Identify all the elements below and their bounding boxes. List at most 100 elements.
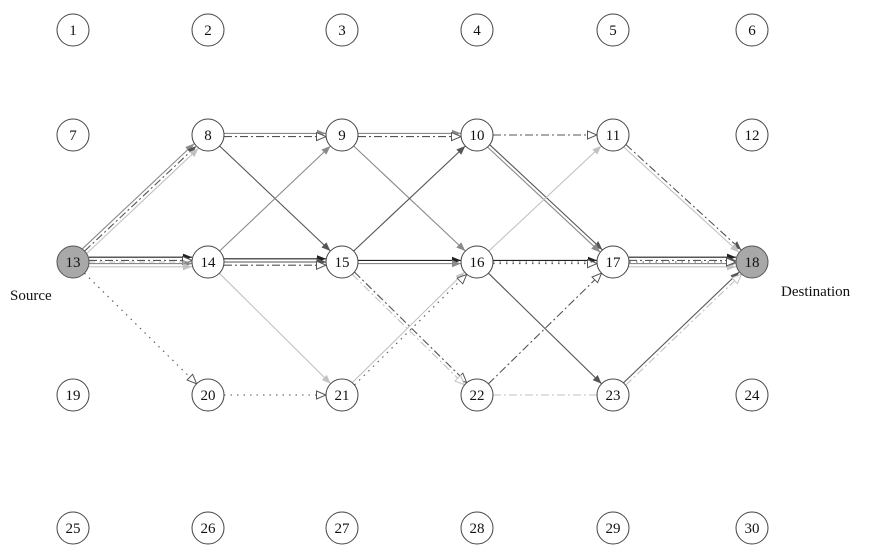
node-circle [460,13,494,47]
node-8: 8 [191,118,225,152]
edge-13-to-8 [84,145,197,252]
node-label: 26 [201,521,217,537]
node-16: 16 [460,245,494,279]
node-label: 5 [609,23,617,39]
node-circle [191,118,225,152]
node-circle [735,511,769,545]
edge-13-to-8 [82,143,195,250]
node-label: 1 [69,23,77,39]
edge-23-to-18 [623,271,740,384]
node-label: 24 [745,388,761,404]
node-label: 2 [204,23,212,39]
node-label: 28 [470,521,485,537]
node-15: 15 [325,245,359,279]
edge-22-to-17 [488,273,601,385]
node-label: 27 [335,521,351,537]
node-circle [460,245,494,279]
node-circle [735,245,769,279]
node-label: 10 [470,128,485,144]
node-30: 30 [735,511,769,545]
node-circle [325,245,359,279]
node-label: 4 [473,23,481,39]
node-label: 13 [66,255,81,271]
edge-16-to-23 [488,272,602,385]
edge-23-to-18 [625,274,742,386]
node-27: 27 [325,511,359,545]
edge-15-to-22 [351,274,464,385]
node-3: 3 [325,13,359,47]
node-label: 15 [335,255,350,271]
node-label: 18 [745,255,760,271]
node-2: 2 [191,13,225,47]
node-label: 29 [606,521,621,537]
node-11: 11 [596,118,630,152]
node-circle [596,13,630,47]
edge-15-to-22 [354,271,467,383]
node-circle [56,13,90,47]
node-label: 20 [201,388,216,404]
node-4: 4 [460,13,494,47]
node-5: 5 [596,13,630,47]
edge-14-to-9 [219,145,331,252]
node-label: 21 [335,388,350,404]
node-circle [325,378,359,412]
node-label: 9 [338,128,346,144]
node-circle [596,378,630,412]
node-label: 16 [470,255,486,271]
node-24: 24 [735,378,769,412]
node-7: 7 [56,118,90,152]
node-10: 10 [460,118,494,152]
node-label: 3 [338,23,346,39]
node-18: 18 [735,245,769,279]
node-circle [735,13,769,47]
node-14: 14 [191,245,225,279]
node-circle [191,378,225,412]
edge-21-to-16 [354,274,467,386]
edges-layer [82,129,742,395]
node-circle [325,13,359,47]
node-circle [460,511,494,545]
node-26: 26 [191,511,225,545]
node-circle [735,378,769,412]
node-label: 22 [470,388,485,404]
node-label: 30 [745,521,760,537]
node-20: 20 [191,378,225,412]
node-23: 23 [596,378,630,412]
node-circle [325,511,359,545]
destination-label: Destination [781,284,851,300]
node-circle [596,511,630,545]
node-12: 12 [735,118,769,152]
node-19: 19 [56,378,90,412]
node-label: 17 [606,255,622,271]
node-25: 25 [56,511,90,545]
node-label: 6 [748,23,756,39]
node-circle [460,118,494,152]
source-label: Source [10,288,52,304]
node-circle [596,118,630,152]
node-circle [191,245,225,279]
edge-13-to-20 [84,272,196,384]
node-circle [460,378,494,412]
node-circle [325,118,359,152]
node-circle [56,118,90,152]
edge-16-to-11 [488,145,602,252]
node-label: 14 [201,255,217,271]
edge-21-to-16 [351,271,465,383]
node-label: 8 [204,128,212,144]
node-1: 1 [56,13,90,47]
node-21: 21 [325,378,359,412]
node-label: 25 [66,521,81,537]
node-circle [596,245,630,279]
edge-15-to-10 [353,145,466,252]
node-circle [191,511,225,545]
node-22: 22 [460,378,494,412]
node-label: 19 [66,388,81,404]
edge-14-to-21 [219,272,331,385]
edge-11-to-18 [625,144,742,251]
node-28: 28 [460,511,494,545]
node-6: 6 [735,13,769,47]
node-circle [56,511,90,545]
node-label: 7 [69,128,77,144]
